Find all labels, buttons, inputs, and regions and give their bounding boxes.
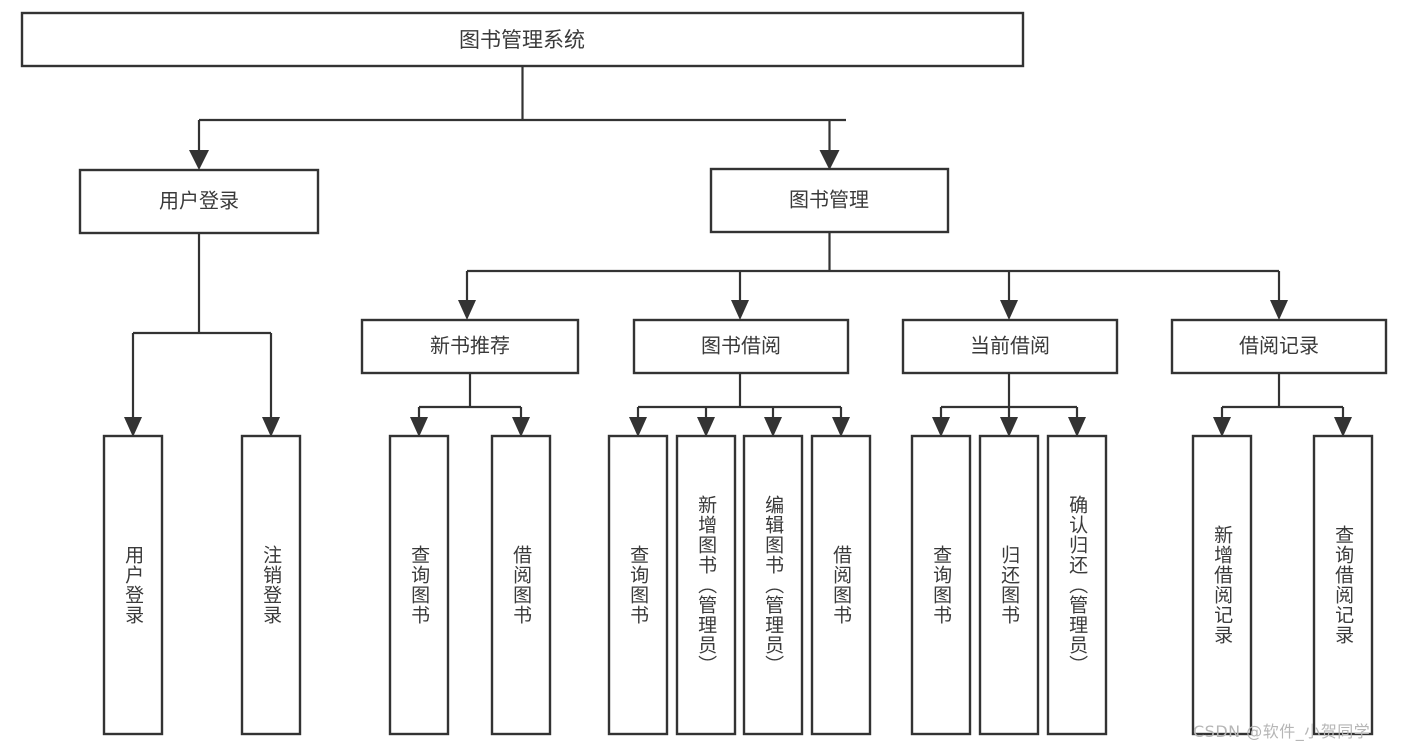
arrowhead-leaf-currentborrow-1 [932,417,950,437]
arrowhead-user-login [189,150,209,170]
node-box [901,318,1119,375]
arrowhead-leaf-bookborrow-3 [764,417,782,437]
arrowhead-leaf-user-login-2 [262,417,280,437]
leaf-box-borrowrecord-1[interactable] [1191,434,1253,736]
node-borrow-record[interactable]: 借阅记录 [1170,318,1388,375]
arrowhead-leaf-currentborrow-2 [1000,417,1018,437]
leaf-box-currentborrow-2[interactable] [978,434,1040,736]
arrowhead-leaf-borrowrecord-2 [1334,417,1352,437]
node-label: 图书管理系统 [459,28,585,52]
node-box [20,11,1025,68]
node-label: 借阅记录 [1239,334,1319,358]
node-box [709,167,950,234]
node-box [632,318,850,375]
arrowhead-level3-2 [731,300,749,320]
arrowhead-leaf-newbook-1 [410,417,428,437]
leaf-box-user-login-1[interactable] [102,434,164,736]
arrowhead-book-mgmt [819,150,840,170]
csdn-watermark: CSDN @软件_小贺同学 [1193,722,1371,741]
leaf-box-user-login-2[interactable] [240,434,302,736]
leaf-box-bookborrow-4[interactable] [810,434,872,736]
node-book-management[interactable]: 图书管理 [709,167,950,234]
node-new-book-recommend[interactable]: 新书推荐 [360,318,580,375]
connectors-group [124,66,1352,437]
arrowhead-leaf-borrowrecord-1 [1213,417,1231,437]
leaf-box-newbook-1[interactable] [388,434,450,736]
arrowhead-leaf-currentborrow-3 [1068,417,1086,437]
node-box [360,318,580,375]
leaf-box-bookborrow-1[interactable] [607,434,669,736]
node-user-login[interactable]: 用户登录 [78,168,320,235]
arrowhead-leaf-newbook-2 [512,417,530,437]
arrowhead-leaf-bookborrow-1 [629,417,647,437]
node-label: 用户登录 [159,189,239,213]
node-label: 当前借阅 [970,334,1050,358]
arrowhead-level3-3 [1000,300,1018,320]
arrowhead-leaf-bookborrow-4 [832,417,850,437]
leaf-box-newbook-2[interactable] [490,434,552,736]
node-box [78,168,320,235]
arrowhead-level3-1 [458,300,476,320]
leaf-box-currentborrow-3[interactable] [1046,434,1108,736]
node-book-borrow[interactable]: 图书借阅 [632,318,850,375]
arrowhead-leaf-bookborrow-2 [697,417,715,437]
node-box [1170,318,1388,375]
node-current-borrow[interactable]: 当前借阅 [901,318,1119,375]
node-label: 图书借阅 [701,334,781,358]
leaf-box-bookborrow-3[interactable] [742,434,804,736]
leaf-box-bookborrow-2[interactable] [675,434,737,736]
node-label: 新书推荐 [430,334,510,358]
node-label: 图书管理 [789,188,869,212]
arrowhead-leaf-user-login-1 [124,417,142,437]
leaf-box-currentborrow-1[interactable] [910,434,972,736]
arrowhead-level3-4 [1270,300,1288,320]
leaf-box-borrowrecord-2[interactable] [1312,434,1374,736]
node-book-management-system[interactable]: 图书管理系统 [20,11,1025,68]
